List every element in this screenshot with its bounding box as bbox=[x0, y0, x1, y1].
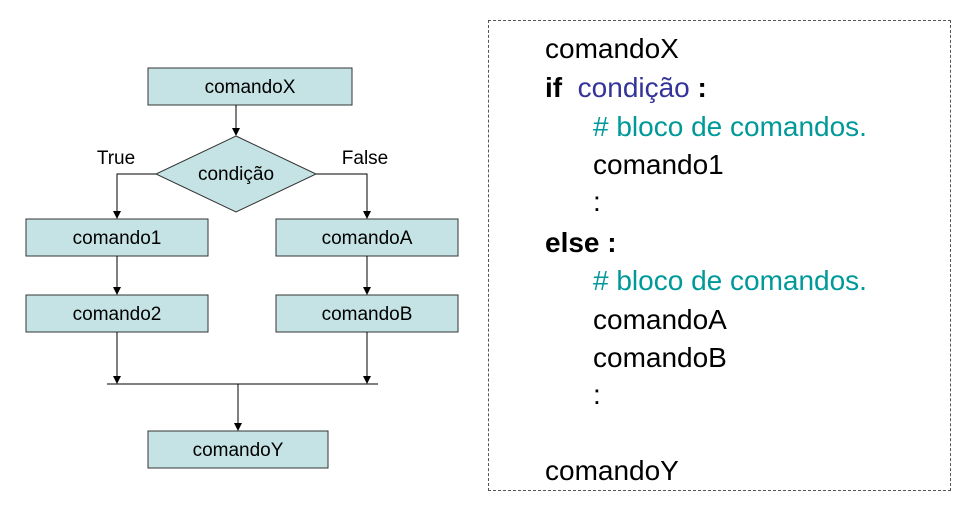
code-panel: comandoX if condição : # bloco de comand… bbox=[488, 20, 951, 491]
true-label: True bbox=[97, 148, 135, 169]
if-keyword: if bbox=[545, 72, 563, 103]
box-comandoA bbox=[275, 218, 459, 257]
code-line-else: else : bbox=[545, 227, 617, 258]
if-condition: condição bbox=[577, 72, 690, 103]
code-line-comando1: comando1 bbox=[593, 149, 724, 180]
arrow-true-branch bbox=[113, 173, 156, 219]
arrow-false-branch bbox=[316, 173, 371, 219]
code-ellipsis-if: : bbox=[593, 186, 601, 217]
box-comandoB bbox=[275, 294, 459, 333]
box-comandoX bbox=[147, 67, 353, 106]
box-comandoA-label: comandoA bbox=[322, 228, 413, 249]
code-ellipsis-else: : bbox=[593, 379, 601, 410]
box-comandoY bbox=[147, 430, 329, 469]
box-comando2-label: comando2 bbox=[73, 304, 162, 325]
box-comandoB-label: comandoB bbox=[322, 304, 413, 325]
box-comandoX-label: comandoX bbox=[205, 77, 296, 98]
if-colon: : bbox=[697, 72, 707, 103]
decision-label: condição bbox=[198, 164, 274, 185]
box-comando1-label: comando1 bbox=[73, 228, 162, 249]
code-line-if: if condição : bbox=[545, 72, 707, 104]
code-line-comandoX: comandoX bbox=[545, 33, 679, 64]
box-comando2 bbox=[25, 294, 209, 333]
false-label: False bbox=[342, 148, 388, 169]
flowchart-diagram: comandoX condição True False comando1 co… bbox=[25, 67, 459, 469]
code-comment-else: # bloco de comandos. bbox=[593, 265, 867, 296]
decision-condicao bbox=[154, 135, 318, 213]
code-line-comandoB: comandoB bbox=[593, 342, 727, 373]
code-comment-if: # bloco de comandos. bbox=[593, 111, 867, 142]
code-line-comandoA: comandoA bbox=[593, 304, 727, 335]
box-comandoY-label: comandoY bbox=[193, 440, 284, 461]
code-line-comandoY: comandoY bbox=[545, 455, 679, 486]
